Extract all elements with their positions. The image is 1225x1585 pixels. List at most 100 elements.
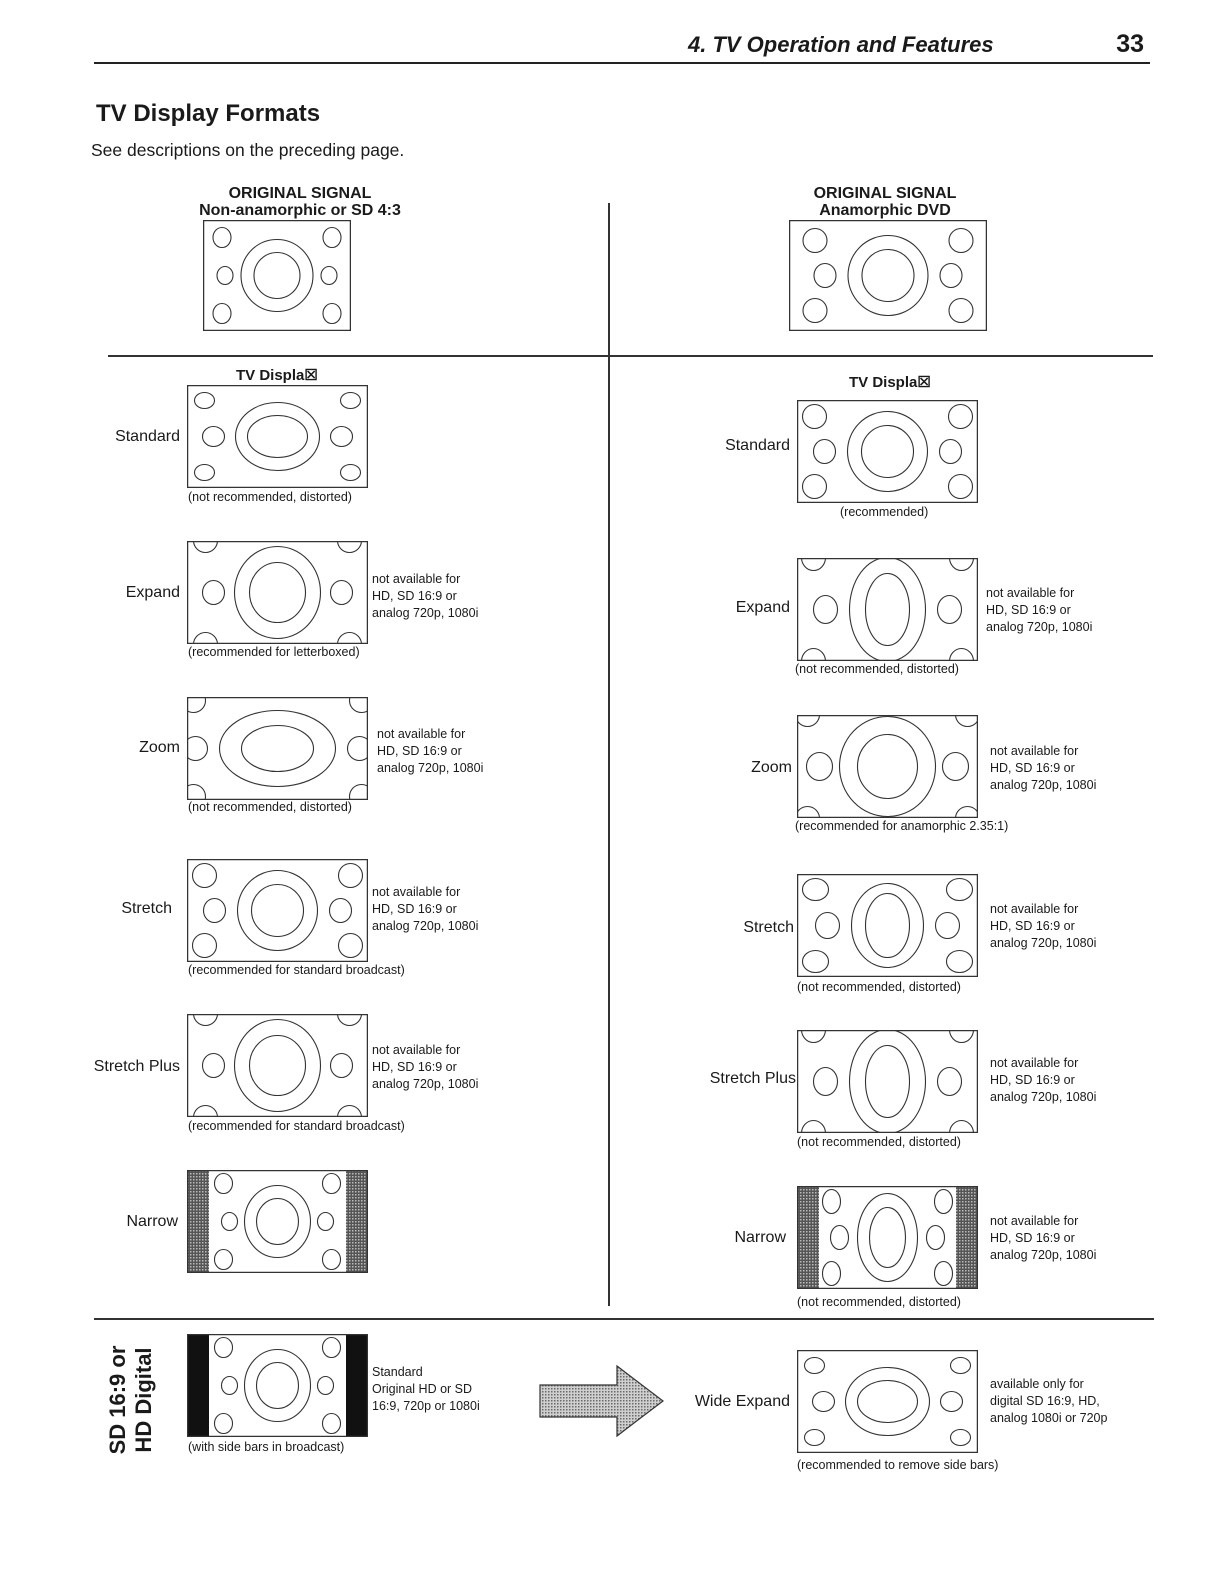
right-mode-zoom-frame: [797, 715, 978, 818]
column-divider: [608, 203, 610, 1306]
right-mode-standard-caption: (recommended): [840, 505, 929, 519]
note-line: available only for: [990, 1377, 1084, 1391]
right-mode-stretch-plus-frame: [797, 1030, 978, 1133]
bottom-result-label: Wide Expand: [694, 1393, 790, 1410]
left-mode-zoom-note: not available for HD, SD 16:9 or analog …: [377, 726, 483, 777]
bottom-result-caption: (recommended to remove side bars): [797, 1458, 999, 1472]
note-line: HD, SD 16:9 or: [372, 589, 457, 603]
note-line: Original HD or SD: [372, 1382, 473, 1396]
right-mode-expand-note: not available for HD, SD 16:9 or analog …: [986, 585, 1092, 636]
note-line: HD, SD 16:9 or: [990, 919, 1075, 933]
bottom-result-note: available only for digital SD 16:9, HD, …: [990, 1376, 1107, 1427]
left-mode-zoom-caption: (not recommended, distorted): [188, 800, 352, 814]
left-mode-stretch-plus-caption: (recommended for standard broadcast): [188, 1119, 405, 1133]
left-signal-heading-text: ORIGINAL SIGNAL: [228, 185, 372, 202]
note-line: analog 720p, 1080i: [372, 919, 479, 933]
right-tv-display-heading: TV Displa☒: [849, 374, 931, 391]
left-tv-display-heading: TV Displa☒: [236, 367, 318, 384]
note-line: not available for: [990, 1056, 1079, 1070]
note-line: HD, SD 16:9 or: [372, 902, 457, 916]
left-signal-heading: ORIGINAL SIGNAL Non-anamorphic or SD 4:3: [185, 185, 415, 219]
note-line: not available for: [372, 1043, 461, 1057]
left-mode-expand-frame: [187, 541, 368, 644]
note-line: HD, SD 16:9 or: [377, 744, 462, 758]
left-original-frame: [203, 220, 351, 331]
bottom-result-frame: [797, 1350, 978, 1453]
note-line: not available for: [990, 744, 1079, 758]
side-label-line1: SD 16:9 or: [105, 1345, 130, 1455]
right-mode-stretch-caption: (not recommended, distorted): [797, 980, 961, 994]
left-mode-stretch-label: Stretch: [121, 900, 172, 917]
left-mode-expand-caption: (recommended for letterboxed): [188, 645, 360, 659]
left-mode-stretch-note: not available for HD, SD 16:9 or analog …: [372, 884, 478, 935]
right-mode-standard-frame: [797, 400, 978, 503]
left-mode-expand-note: not available for HD, SD 16:9 or analog …: [372, 571, 478, 622]
note-line: analog 720p, 1080i: [372, 1077, 479, 1091]
note-line: not available for: [990, 1214, 1079, 1228]
right-signal-type: Anamorphic DVD: [819, 202, 951, 219]
note-line: analog 720p, 1080i: [986, 620, 1093, 634]
page-number: 33: [1116, 30, 1144, 58]
right-original-frame: [789, 220, 987, 331]
note-line: not available for: [986, 586, 1075, 600]
right-mode-stretch-plus-note: not available for HD, SD 16:9 or analog …: [990, 1055, 1096, 1106]
note-line: HD, SD 16:9 or: [372, 1060, 457, 1074]
left-mode-stretch-plus-note: not available for HD, SD 16:9 or analog …: [372, 1042, 478, 1093]
left-mode-expand-label: Expand: [125, 584, 180, 601]
bottom-side-label: SD 16:9 or HD Digital: [105, 1330, 165, 1470]
left-mode-narrow-frame: [187, 1170, 368, 1273]
left-mode-standard-frame: [187, 385, 368, 488]
right-mode-stretch-note: not available for HD, SD 16:9 or analog …: [990, 901, 1096, 952]
right-mode-narrow-label: Narrow: [734, 1229, 786, 1246]
left-mode-zoom-label: Zoom: [139, 739, 180, 756]
chapter-title: 4. TV Operation and Features: [688, 32, 994, 57]
upper-divider: [108, 355, 1153, 357]
note-line: not available for: [377, 727, 466, 741]
note-line: analog 720p, 1080i: [990, 778, 1097, 792]
note-line: analog 720p, 1080i: [372, 606, 479, 620]
left-mode-narrow-label: Narrow: [126, 1213, 178, 1230]
right-signal-heading: ORIGINAL SIGNAL Anamorphic DVD: [770, 185, 1000, 219]
note-line: HD, SD 16:9 or: [990, 1073, 1075, 1087]
right-mode-stretch-label: Stretch: [743, 919, 794, 936]
left-mode-zoom-frame: [187, 697, 368, 800]
right-mode-expand-frame: [797, 558, 978, 661]
note-line: analog 720p, 1080i: [377, 761, 484, 775]
right-signal-heading-text: ORIGINAL SIGNAL: [813, 185, 957, 202]
page-subtitle: See descriptions on the preceding page.: [91, 140, 405, 160]
right-mode-zoom-caption: (recommended for anamorphic 2.35:1): [795, 819, 1009, 833]
left-mode-stretch-plus-frame: [187, 1014, 368, 1117]
right-mode-stretch-plus-label: Stretch Plus: [709, 1070, 796, 1087]
note-line: analog 1080i or 720p: [990, 1411, 1108, 1425]
left-mode-stretch-caption: (recommended for standard broadcast): [188, 963, 405, 977]
right-mode-narrow-frame: [797, 1186, 978, 1289]
page-header: 4. TV Operation and Features 33: [94, 30, 1150, 64]
right-mode-expand-label: Expand: [735, 599, 790, 616]
note-line: 16:9, 720p or 1080i: [372, 1399, 480, 1413]
note-line: analog 720p, 1080i: [990, 936, 1097, 950]
left-mode-stretch-frame: [187, 859, 368, 962]
right-mode-stretch-frame: [797, 874, 978, 977]
left-signal-type: Non-anamorphic or SD 4:3: [199, 202, 401, 219]
left-mode-stretch-plus-label: Stretch Plus: [93, 1058, 180, 1075]
bottom-source-caption: (with side bars in broadcast): [188, 1440, 345, 1454]
right-mode-narrow-note: not available for HD, SD 16:9 or analog …: [990, 1213, 1096, 1264]
note-line: analog 720p, 1080i: [990, 1248, 1097, 1262]
bottom-source-frame: [187, 1334, 368, 1437]
side-label-line2: HD Digital: [131, 1347, 156, 1453]
left-mode-standard-caption: (not recommended, distorted): [188, 490, 352, 504]
page-title: TV Display Formats: [96, 100, 321, 127]
right-mode-expand-caption: (not recommended, distorted): [795, 662, 959, 676]
note-line: not available for: [372, 885, 461, 899]
note-line: analog 720p, 1080i: [990, 1090, 1097, 1104]
right-mode-stretch-plus-caption: (not recommended, distorted): [797, 1135, 961, 1149]
right-mode-zoom-note: not available for HD, SD 16:9 or analog …: [990, 743, 1096, 794]
lower-divider: [94, 1318, 1154, 1320]
note-line: Standard: [372, 1365, 423, 1379]
right-arrow-icon: [539, 1364, 665, 1438]
note-line: HD, SD 16:9 or: [990, 761, 1075, 775]
note-line: not available for: [372, 572, 461, 586]
note-line: not available for: [990, 902, 1079, 916]
note-line: digital SD 16:9, HD,: [990, 1394, 1100, 1408]
right-mode-narrow-caption: (not recommended, distorted): [797, 1295, 961, 1309]
